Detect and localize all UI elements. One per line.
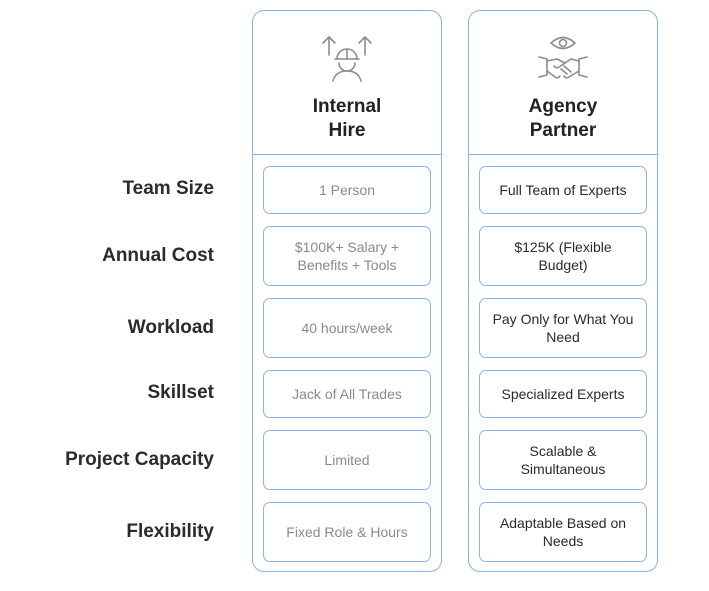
internal-cell-flexibility: Fixed Role & Hours xyxy=(263,502,431,562)
internal-cell-project-capacity: Limited xyxy=(263,430,431,490)
agency-partner-title: Agency Partner xyxy=(469,95,657,143)
handshake-eye-icon xyxy=(538,36,588,79)
agency-partner-column: Agency Partner xyxy=(468,10,658,572)
internal-cell-team-size: 1 Person xyxy=(263,166,431,214)
row-label-skillset: Skillset xyxy=(147,382,214,403)
internal-hire-header: Internal Hire xyxy=(253,11,441,155)
agency-cell-flexibility: Adaptable Based on Needs xyxy=(479,502,647,562)
agency-cell-workload: Pay Only for What You Need xyxy=(479,298,647,358)
worker-arrows-icon xyxy=(322,36,372,82)
internal-hire-column: Internal Hire xyxy=(252,10,442,572)
agency-cell-project-capacity: Scalable & Simultaneous xyxy=(479,430,647,490)
agency-cell-annual-cost: $125K (Flexible Budget) xyxy=(479,226,647,286)
agency-cell-skillset: Specialized Experts xyxy=(479,370,647,418)
row-label-workload: Workload xyxy=(127,317,214,338)
internal-cell-annual-cost: $100K+ Salary + Benefits + Tools xyxy=(263,226,431,286)
internal-hire-title-line1: Internal xyxy=(312,96,382,117)
internal-hire-title: Internal Hire xyxy=(253,95,441,143)
row-label-flexibility: Flexibility xyxy=(126,521,214,542)
internal-cell-skillset: Jack of All Trades xyxy=(263,370,431,418)
agency-partner-header: Agency Partner xyxy=(469,11,657,155)
internal-cell-workload: 40 hours/week xyxy=(263,298,431,358)
row-label-project-capacity: Project Capacity xyxy=(65,449,214,470)
row-label-annual-cost: Annual Cost xyxy=(102,245,214,266)
agency-partner-title-line2: Partner xyxy=(529,120,597,141)
agency-cell-team-size: Full Team of Experts xyxy=(479,166,647,214)
internal-hire-title-line2: Hire xyxy=(328,120,366,141)
row-label-team-size: Team Size xyxy=(122,178,214,199)
agency-partner-title-line1: Agency xyxy=(528,96,598,117)
